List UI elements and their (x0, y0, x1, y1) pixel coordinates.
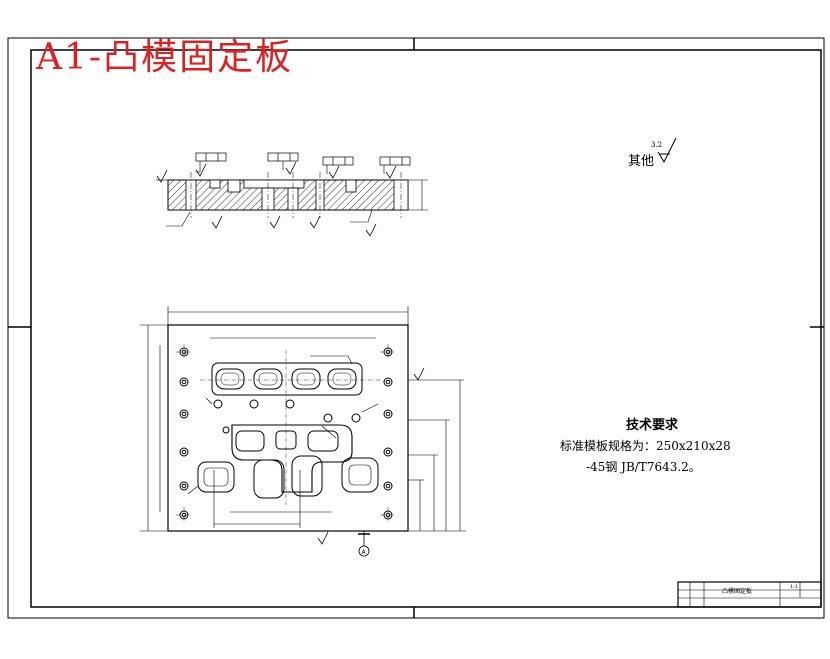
title-block-scale: 1:1 (790, 584, 799, 590)
tech-requirements-line1: 标准模板规格为：250x210x28 (560, 439, 731, 453)
section-view (156, 152, 428, 237)
tech-requirements-line2: -45钢 JB/T7643.2。 (586, 460, 701, 474)
outer-frame (7, 37, 825, 619)
plan-view (140, 306, 466, 557)
centering-marks (8, 38, 824, 618)
title-block-part-name: 凸模固定板 (722, 588, 753, 595)
title-block (677, 581, 822, 608)
roughness-value: 3.2 (651, 141, 663, 149)
plate-outline (167, 324, 409, 532)
inner-frame (30, 49, 822, 608)
datum-circle (358, 545, 370, 557)
roughness-label: 其他 (628, 154, 655, 169)
datum-label: A (362, 549, 367, 556)
roughness-icon (657, 137, 677, 164)
tech-requirements-title: 技术要求 (626, 418, 679, 433)
drawing-title: A1-凸模固定板 (36, 37, 294, 78)
